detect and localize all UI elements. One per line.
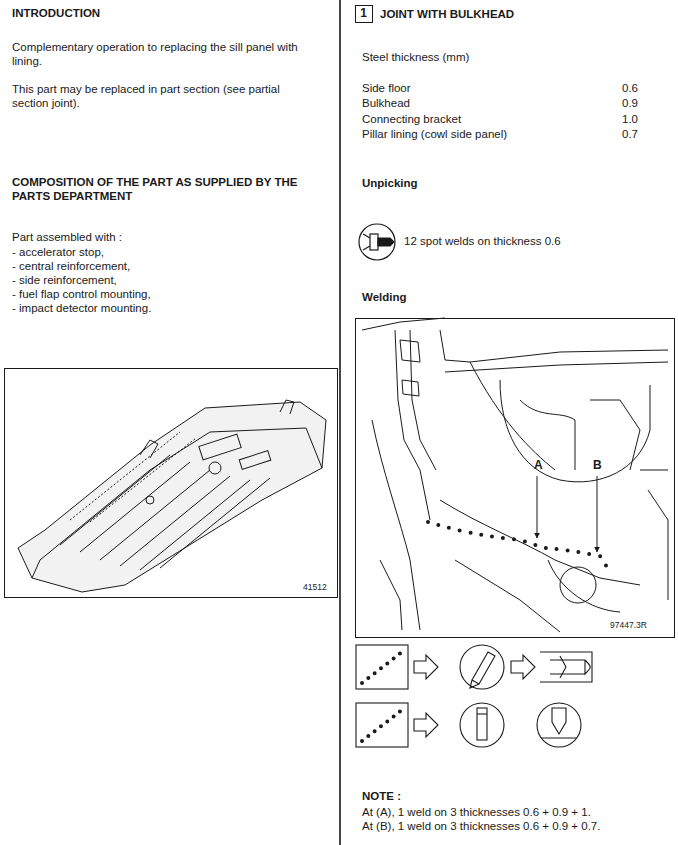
drawing-line <box>537 476 538 538</box>
drawing-rect <box>370 234 378 250</box>
procedure-symbols <box>356 645 592 747</box>
table-cell: 0.9 <box>622 96 662 110</box>
subheading: Unpicking <box>362 176 562 190</box>
drawing-path <box>640 470 668 600</box>
drawing-circle <box>460 703 504 747</box>
drawing-circle <box>460 645 504 689</box>
drawing-circle <box>537 703 581 747</box>
table-cell: Side floor <box>362 81 602 95</box>
figure-number: 41512 <box>303 583 327 592</box>
drawing-path <box>552 708 566 734</box>
step-text: 12 spot welds on thickness 0.6 <box>404 234 669 248</box>
section-heading: INTRODUCTION <box>12 6 312 20</box>
drawing-path <box>32 428 322 578</box>
drawing-path <box>548 560 620 612</box>
drawing-path <box>70 432 196 522</box>
drawing-path <box>362 652 402 683</box>
drawing-rect <box>477 708 487 740</box>
drawing-path <box>414 713 438 737</box>
drill-icon <box>359 224 395 260</box>
subheading: Welding <box>362 290 562 304</box>
drawing-path <box>410 330 436 470</box>
body-text: Complementary operation to replacing the… <box>12 40 317 68</box>
list-item: - side reinforcement, <box>12 273 312 287</box>
drawing-path <box>140 440 158 458</box>
table-cell: 0.6 <box>622 81 662 95</box>
section-heading: JOINT WITH BULKHEAD <box>380 7 670 21</box>
drawing-path <box>477 713 487 714</box>
drawing-line <box>597 476 598 552</box>
table-cell: Bulkhead <box>362 96 602 110</box>
drawing-circle <box>359 224 395 260</box>
callout-letter: B <box>593 459 602 472</box>
drawing-path <box>280 400 294 414</box>
note-heading: NOTE : <box>362 789 562 803</box>
floor-pan-drawing <box>18 400 326 592</box>
list-item: - impact detector mounting. <box>12 301 312 315</box>
drawing-path <box>362 710 402 741</box>
drawing-path <box>372 420 420 630</box>
section-number-box: 1 <box>355 5 373 23</box>
drawing-path <box>380 560 402 630</box>
callout-letter: A <box>534 459 543 472</box>
table-cell: 1.0 <box>622 112 662 126</box>
drawing-path <box>362 318 445 330</box>
drawing-path <box>395 330 430 520</box>
drawing-path <box>378 238 394 246</box>
drawing-path <box>541 737 577 738</box>
drawing-path <box>560 656 566 678</box>
drawing-path <box>60 455 270 570</box>
drawing-circle <box>209 462 221 474</box>
note-text: At (A), 1 weld on 3 thicknesses 0.6 + 0.… <box>362 805 672 819</box>
section-heading: COMPOSITION OF THE PART AS SUPPLIED BY T… <box>12 175 330 203</box>
list-item: - fuel flap control mounting, <box>12 287 312 301</box>
bulkhead-drawing <box>362 318 668 632</box>
body-text: Part assembled with : <box>12 230 312 244</box>
drawing-path <box>440 500 640 585</box>
illustration-frame: 41512 <box>4 368 338 598</box>
drawing-path <box>470 362 555 470</box>
drawing-path <box>440 330 668 362</box>
drawing-path <box>550 660 590 674</box>
column-divider <box>339 0 341 845</box>
drawing-path <box>445 362 668 372</box>
drawing-path <box>18 402 326 592</box>
list-item: - central reinforcement, <box>12 259 312 273</box>
drawing-path <box>540 652 592 682</box>
section-number: 1 <box>360 7 367 20</box>
drawing-path <box>511 655 535 679</box>
drawing-circle <box>146 496 154 504</box>
drawing-rect <box>199 434 241 460</box>
drawing-path <box>363 234 370 250</box>
note-text: At (B), 1 weld on 3 thicknesses 0.6 + 0.… <box>362 819 672 833</box>
drawing-rect <box>356 645 408 689</box>
drawing-path <box>500 380 650 482</box>
table-heading: Steel thickness (mm) <box>362 50 612 64</box>
illustration-frame: A B 97447.3R <box>355 318 675 638</box>
table-cell: Connecting bracket <box>362 112 602 126</box>
figure-number: 97447.3R <box>610 621 647 630</box>
body-text: This part may be replaced in part sectio… <box>12 82 317 110</box>
drawing-path <box>400 340 420 396</box>
table-cell: Pillar lining (cowl side panel) <box>362 127 612 141</box>
drawing-rect <box>356 703 408 747</box>
drawing-path <box>455 560 560 632</box>
table-cell: 0.7 <box>622 127 662 141</box>
drawing-path <box>428 522 610 572</box>
list-item: - accelerator stop, <box>12 245 312 259</box>
drawing-rect <box>239 451 271 470</box>
drawing-path <box>414 655 438 679</box>
drawing-path <box>470 652 495 688</box>
